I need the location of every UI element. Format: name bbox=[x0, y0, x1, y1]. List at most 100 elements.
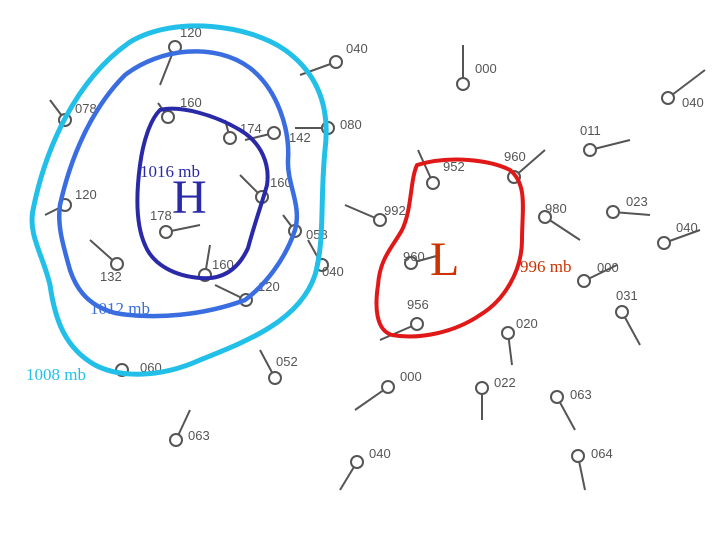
station-pressure-label: 000 bbox=[597, 260, 619, 275]
station-34: 063 bbox=[169, 409, 210, 447]
station-26: 031 bbox=[615, 288, 641, 346]
station-circle-icon bbox=[373, 213, 387, 227]
station-16: 980 bbox=[538, 201, 581, 241]
station-pressure-label: 160 bbox=[180, 95, 202, 110]
station-2: 000 bbox=[456, 45, 497, 91]
station-14: 960 bbox=[504, 149, 546, 184]
station-circle-icon bbox=[475, 381, 489, 395]
isobar-label-1016: 1016 mb bbox=[140, 162, 200, 181]
station-pressure-label: 022 bbox=[494, 375, 516, 390]
station-circle-icon bbox=[606, 205, 620, 219]
station-25: 120 bbox=[214, 279, 280, 307]
station-circle-icon bbox=[110, 257, 124, 271]
station-8: 011 bbox=[580, 123, 631, 157]
station-circle-icon bbox=[350, 455, 364, 469]
station-pressure-label: 064 bbox=[591, 446, 613, 461]
station-pressure-label: 020 bbox=[516, 316, 538, 331]
station-11: 178 bbox=[150, 208, 201, 239]
station-circle-icon bbox=[169, 433, 183, 447]
station-0: 120 bbox=[159, 25, 202, 86]
wind-barb bbox=[667, 69, 706, 99]
station-31: 000 bbox=[354, 369, 422, 411]
station-28: 020 bbox=[501, 316, 538, 366]
isobar-1012 bbox=[56, 49, 300, 319]
isobar-label-996: 996 mb bbox=[520, 257, 571, 276]
station-circle-icon bbox=[426, 176, 440, 190]
station-9: 040 bbox=[661, 69, 706, 110]
isobar-label-1012: 1012 mb bbox=[90, 299, 150, 318]
station-circle-icon bbox=[538, 210, 552, 224]
station-circle-icon bbox=[571, 449, 585, 463]
station-1: 040 bbox=[299, 41, 368, 76]
station-10: 120 bbox=[44, 187, 97, 216]
low-pressure-center: L bbox=[430, 233, 459, 286]
station-pressure-label: 000 bbox=[475, 61, 497, 76]
station-6: 142 bbox=[244, 126, 311, 145]
station-pressure-label: 160 bbox=[212, 257, 234, 272]
isobar-996 bbox=[374, 157, 525, 339]
station-circle-icon bbox=[161, 110, 175, 124]
station-circle-icon bbox=[381, 380, 395, 394]
station-21: 000 bbox=[577, 260, 619, 288]
station-pressure-label: 960 bbox=[403, 249, 425, 264]
station-36: 064 bbox=[571, 446, 613, 491]
station-pressure-label: 960 bbox=[504, 149, 526, 164]
station-22: 132 bbox=[89, 239, 124, 284]
station-circle-icon bbox=[223, 131, 237, 145]
station-35: 040 bbox=[339, 446, 391, 491]
station-pressure-label: 052 bbox=[276, 354, 298, 369]
isobar-1016 bbox=[135, 106, 270, 281]
station-24: 040 bbox=[657, 220, 701, 250]
station-pressure-label: 992 bbox=[384, 203, 406, 218]
station-17: 023 bbox=[606, 194, 651, 219]
station-pressure-label: 040 bbox=[682, 95, 704, 110]
station-pressure-label: 952 bbox=[443, 159, 465, 174]
station-pressure-label: 058 bbox=[306, 227, 328, 242]
station-circle-icon bbox=[268, 371, 282, 385]
station-circle-icon bbox=[159, 225, 173, 239]
station-circle-icon bbox=[410, 317, 424, 331]
station-circle-icon bbox=[329, 55, 343, 69]
station-pressure-label: 078 bbox=[75, 101, 97, 116]
station-pressure-label: 063 bbox=[570, 387, 592, 402]
high-pressure-center: H bbox=[172, 171, 207, 224]
isobar-label-1008: 1008 mb bbox=[26, 365, 86, 384]
station-circle-icon bbox=[456, 77, 470, 91]
station-pressure-label: 142 bbox=[289, 130, 311, 145]
station-27: 956 bbox=[379, 297, 429, 341]
station-pressure-label: 040 bbox=[322, 264, 344, 279]
station-20: 960 bbox=[403, 249, 441, 270]
station-circle-icon bbox=[657, 236, 671, 250]
station-pressure-label: 040 bbox=[369, 446, 391, 461]
isobar-1008 bbox=[29, 23, 329, 377]
station-33: 063 bbox=[550, 387, 592, 431]
station-pressure-label: 956 bbox=[407, 297, 429, 312]
station-pressure-label: 120 bbox=[75, 187, 97, 202]
station-circle-icon bbox=[583, 143, 597, 157]
station-circle-icon bbox=[577, 274, 591, 288]
station-circle-icon bbox=[615, 305, 629, 319]
station-pressure-label: 031 bbox=[616, 288, 638, 303]
station-pressure-label: 980 bbox=[545, 201, 567, 216]
station-30: 052 bbox=[259, 349, 298, 385]
station-pressure-label: 040 bbox=[676, 220, 698, 235]
station-pressure-label: 011 bbox=[580, 123, 601, 138]
station-pressure-label: 023 bbox=[626, 194, 648, 209]
station-pressure-label: 000 bbox=[400, 369, 422, 384]
station-15: 992 bbox=[344, 203, 406, 227]
station-pressure-label: 178 bbox=[150, 208, 172, 223]
station-pressure-label: 120 bbox=[180, 25, 202, 40]
station-circle-icon bbox=[404, 256, 418, 270]
station-pressure-label: 040 bbox=[346, 41, 368, 56]
station-32: 022 bbox=[475, 375, 516, 420]
station-circle-icon bbox=[550, 390, 564, 404]
station-circle-icon bbox=[661, 91, 675, 105]
station-13: 952 bbox=[417, 149, 465, 190]
station-pressure-label: 132 bbox=[100, 269, 122, 284]
station-circle-icon bbox=[501, 326, 515, 340]
station-pressure-label: 160 bbox=[270, 175, 292, 190]
station-circle-icon bbox=[267, 126, 281, 140]
